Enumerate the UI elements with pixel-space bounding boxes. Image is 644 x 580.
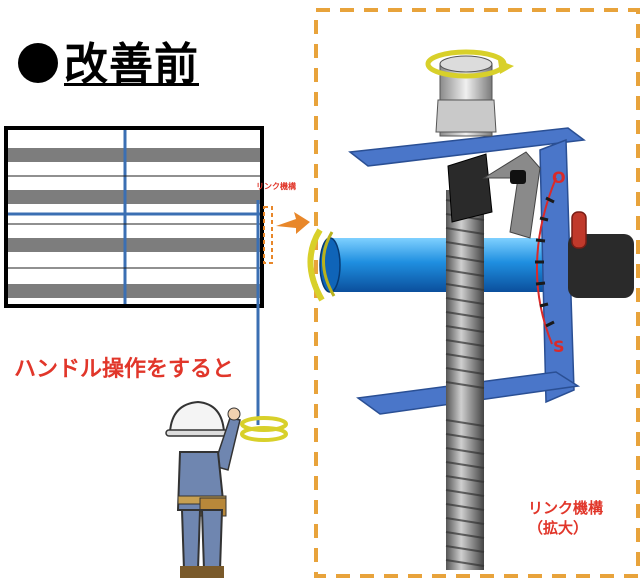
top-plate: [348, 127, 586, 167]
dial-gauge: [535, 177, 557, 345]
zoom-caption: リンク機構 （拡大）: [528, 498, 608, 538]
handle-rotation-icon: [240, 416, 288, 442]
zoom-caption-line1: リンク機構: [528, 499, 604, 517]
link-mechanism-label: リンク機構: [256, 182, 296, 191]
zoom-arrow-icon: [276, 212, 310, 234]
bullet-icon: [18, 43, 58, 83]
actuator-knob: [568, 211, 634, 298]
louver-panel: [4, 126, 264, 308]
page-title: 改善前: [18, 28, 199, 92]
threaded-screw: [445, 190, 485, 570]
nut-block: [447, 153, 493, 223]
dial-shut-mark: S: [553, 337, 565, 356]
pipe-rotation-icon: [307, 228, 336, 302]
link-pin: [510, 170, 526, 184]
operation-caption: ハンドル操作をすると: [14, 357, 235, 382]
dial-open-mark: O: [552, 168, 566, 187]
zoom-caption-line2: （拡大）: [528, 519, 589, 537]
link-highlight-box: [263, 206, 273, 264]
top-rotation-icon: [425, 49, 514, 79]
worker-figure: [165, 400, 241, 578]
top-bolt: [435, 55, 497, 137]
link-arm: [482, 151, 541, 239]
title-text: 改善前: [64, 39, 199, 90]
